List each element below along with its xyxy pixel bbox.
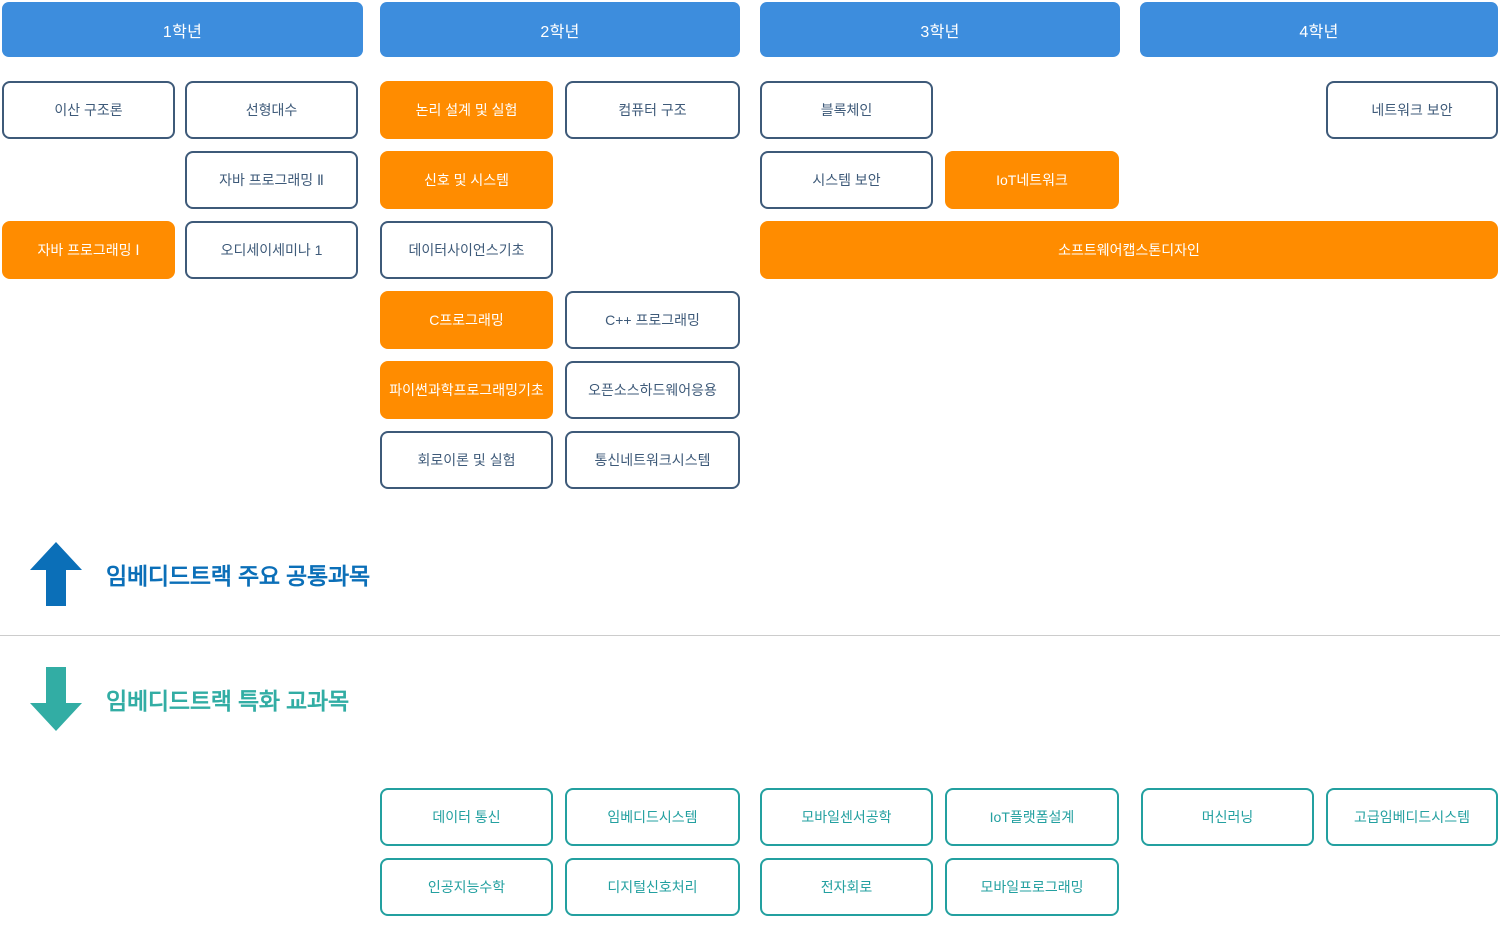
course-box[interactable]: C++ 프로그래밍 xyxy=(565,291,740,349)
course-box[interactable]: 모바일프로그래밍 xyxy=(945,858,1119,916)
year-header-3: 3학년 xyxy=(760,2,1120,57)
course-box[interactable]: IoT플랫폼설계 xyxy=(945,788,1119,846)
course-box[interactable]: 고급임베디드시스템 xyxy=(1326,788,1498,846)
course-box[interactable]: 오디세이세미나 1 xyxy=(185,221,358,279)
course-box[interactable]: 이산 구조론 xyxy=(2,81,175,139)
course-box[interactable]: 데이터 통신 xyxy=(380,788,553,846)
legend-common-label: 임베디드트랙 주요 공통과목 xyxy=(106,563,370,589)
course-box[interactable]: 논리 설계 및 실험 xyxy=(380,81,553,139)
course-box[interactable]: 선형대수 xyxy=(185,81,358,139)
year-header-4: 4학년 xyxy=(1140,2,1498,57)
year-header-2: 2학년 xyxy=(380,2,740,57)
course-box[interactable]: 회로이론 및 실험 xyxy=(380,431,553,489)
course-box[interactable]: 네트워크 보안 xyxy=(1326,81,1498,139)
year-header-1: 1학년 xyxy=(2,2,363,57)
course-box[interactable]: 자바 프로그래밍 Ⅰ xyxy=(2,221,175,279)
legend-special-label: 임베디드트랙 특화 교과목 xyxy=(106,688,349,714)
arrow-up-icon xyxy=(28,540,84,608)
course-box[interactable]: 통신네트워크시스템 xyxy=(565,431,740,489)
course-box[interactable]: 파이썬과학프로그래밍기초 xyxy=(380,361,553,419)
course-box[interactable]: 소프트웨어캡스톤디자인 xyxy=(760,221,1498,279)
course-box[interactable]: 모바일센서공학 xyxy=(760,788,933,846)
course-box[interactable]: 임베디드시스템 xyxy=(565,788,740,846)
course-box[interactable]: C프로그래밍 xyxy=(380,291,553,349)
section-divider xyxy=(0,635,1500,636)
course-box[interactable]: 전자회로 xyxy=(760,858,933,916)
course-box[interactable]: 시스템 보안 xyxy=(760,151,933,209)
course-box[interactable]: IoT네트워크 xyxy=(945,151,1119,209)
course-box[interactable]: 데이터사이언스기초 xyxy=(380,221,553,279)
course-box[interactable]: 인공지능수학 xyxy=(380,858,553,916)
arrow-down-icon xyxy=(28,665,84,733)
course-box[interactable]: 머신러닝 xyxy=(1141,788,1314,846)
legend-common-track: 임베디드트랙 주요 공통과목 xyxy=(28,540,370,608)
course-box[interactable]: 컴퓨터 구조 xyxy=(565,81,740,139)
course-box[interactable]: 블록체인 xyxy=(760,81,933,139)
legend-special-track: 임베디드트랙 특화 교과목 xyxy=(28,665,349,733)
course-box[interactable]: 디지털신호처리 xyxy=(565,858,740,916)
course-box[interactable]: 자바 프로그래밍 Ⅱ xyxy=(185,151,358,209)
course-box[interactable]: 신호 및 시스템 xyxy=(380,151,553,209)
course-box[interactable]: 오픈소스하드웨어응용 xyxy=(565,361,740,419)
